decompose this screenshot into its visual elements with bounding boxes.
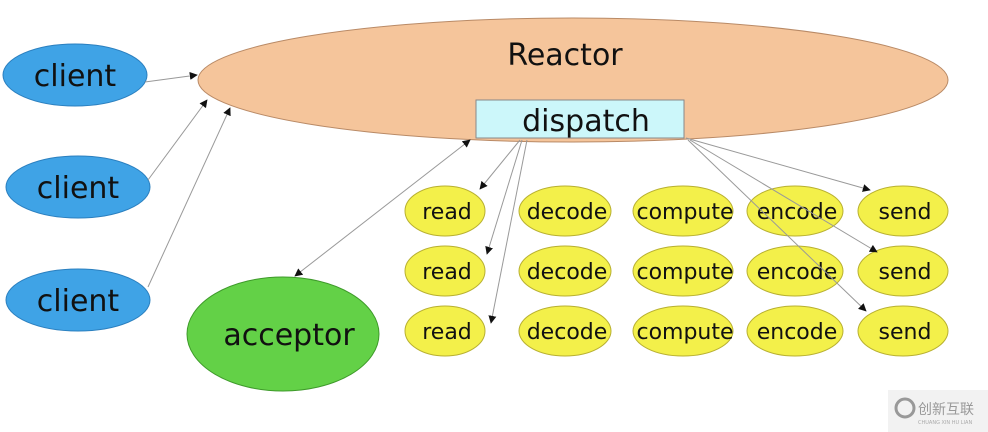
acceptor-ellipse bbox=[186, 276, 380, 392]
handler-label: compute bbox=[636, 320, 733, 345]
client-label: client bbox=[37, 171, 120, 206]
handler-ellipse bbox=[857, 185, 949, 237]
client-node: client bbox=[5, 268, 151, 332]
handler-ellipse bbox=[632, 245, 734, 297]
watermark: 创新互联 CHUANG XIN HU LIAN bbox=[888, 390, 988, 432]
handler-ellipse bbox=[857, 305, 949, 357]
client-ellipse bbox=[5, 155, 151, 219]
arrow bbox=[488, 139, 528, 324]
handler-label: read bbox=[422, 200, 472, 225]
client-node: client bbox=[2, 43, 148, 107]
handlers-grid: read decode compute encode send read decode com… bbox=[404, 185, 949, 357]
handler-ellipse bbox=[518, 185, 612, 237]
handler-decode: decode bbox=[518, 305, 612, 357]
handler-label: compute bbox=[636, 200, 733, 225]
arrow bbox=[485, 139, 523, 255]
dispatch-label: dispatch bbox=[522, 104, 650, 139]
handler-ellipse bbox=[632, 305, 734, 357]
handler-label: decode bbox=[527, 200, 608, 225]
handler-ellipse bbox=[746, 185, 844, 237]
handler-label: send bbox=[879, 260, 932, 285]
handler-label: send bbox=[879, 200, 932, 225]
arrow bbox=[144, 71, 198, 83]
reactor-label: Reactor bbox=[507, 38, 623, 73]
handler-ellipse bbox=[404, 305, 486, 357]
clients-group: client client client bbox=[2, 43, 151, 332]
dispatch-box bbox=[475, 99, 685, 139]
handler-label: decode bbox=[527, 260, 608, 285]
reactor-ellipse bbox=[197, 17, 949, 143]
arrow bbox=[689, 139, 878, 253]
client-label: client bbox=[37, 284, 120, 319]
handler-ellipse bbox=[857, 245, 949, 297]
handler-label: send bbox=[879, 320, 932, 345]
handler-decode: decode bbox=[518, 245, 612, 297]
handler-ellipse bbox=[746, 305, 844, 357]
handler-read: read bbox=[404, 185, 486, 237]
handler-ellipse bbox=[518, 245, 612, 297]
handler-decode: decode bbox=[518, 185, 612, 237]
handler-ellipse bbox=[746, 245, 844, 297]
arrow bbox=[147, 99, 208, 181]
handler-compute: compute bbox=[632, 305, 734, 357]
watermark-text: 创新互联 bbox=[918, 402, 974, 418]
handler-compute: compute bbox=[632, 245, 734, 297]
handler-label: encode bbox=[757, 320, 838, 345]
acceptor: acceptor bbox=[186, 276, 380, 392]
client-ellipse bbox=[5, 268, 151, 332]
arrow bbox=[479, 139, 521, 190]
client-node: client bbox=[5, 155, 151, 219]
handler-send: send bbox=[857, 305, 949, 357]
acceptor-label: acceptor bbox=[223, 318, 355, 353]
reactor: Reactor dispatch bbox=[197, 17, 949, 143]
handler-label: read bbox=[422, 260, 472, 285]
handler-label: read bbox=[422, 320, 472, 345]
arrow bbox=[147, 107, 231, 288]
handler-encode: encode bbox=[746, 245, 844, 297]
arrow bbox=[687, 139, 867, 312]
handler-label: encode bbox=[757, 260, 838, 285]
handler-compute: compute bbox=[632, 185, 734, 237]
handler-ellipse bbox=[632, 185, 734, 237]
client-label: client bbox=[34, 59, 117, 94]
handler-send: send bbox=[857, 245, 949, 297]
handler-read: read bbox=[404, 305, 486, 357]
arrow bbox=[294, 139, 471, 277]
watermark-subtext: CHUANG XIN HU LIAN bbox=[918, 420, 972, 426]
handler-read: read bbox=[404, 245, 486, 297]
watermark-logo-icon bbox=[894, 397, 916, 419]
client-ellipse bbox=[2, 43, 148, 107]
watermark-bg bbox=[888, 390, 988, 432]
handler-send: send bbox=[857, 185, 949, 237]
handler-label: compute bbox=[636, 260, 733, 285]
handler-label: decode bbox=[527, 320, 608, 345]
arrows-group bbox=[144, 71, 878, 324]
handler-encode: encode bbox=[746, 305, 844, 357]
handler-ellipse bbox=[518, 305, 612, 357]
arrow bbox=[685, 137, 871, 192]
